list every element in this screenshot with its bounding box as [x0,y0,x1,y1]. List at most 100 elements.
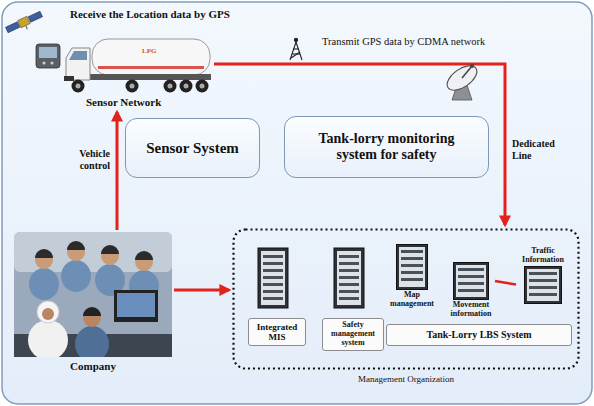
mis-server-part [263,297,283,300]
safety-server-part [334,248,364,308]
gps-device-photo-part [50,61,53,64]
mis-server-part [263,269,283,272]
node-caption: Sensor Network [62,96,212,109]
tank-lorry-outline-part [98,66,204,69]
satellite-dish-part [470,64,474,68]
tank-lorry: LPG Sensor Network [62,36,212,109]
company-photo-outline-part [37,301,59,323]
company-photo-outline-part [83,307,101,316]
node-label: Movement information [447,301,495,319]
satellite-icon [5,10,45,37]
tank-lorry-outline-part [184,84,189,89]
safety-server-part [339,269,359,272]
node-label: Integrated MIS [252,322,302,342]
company-photo-outline-part [14,232,172,272]
satellite-icon-part [28,11,42,22]
server-node: Traffic Information [516,246,570,304]
free-label: Receive the Location data by GPS [70,8,310,21]
tank-lorry-outline-part [90,74,211,80]
server-node-outline-part [401,264,423,267]
edge-label: Transmit GPS data by CDMA network [322,36,522,48]
tank-lorry-outline-part [200,84,205,89]
tank-lorry-outline-part [180,80,193,93]
node-label: Sensor System [146,140,239,157]
mis-server-part [258,248,288,308]
mis-server [258,248,288,308]
safety-server-part [339,283,359,286]
gps-device-photo [36,44,60,68]
company-photo-outline-part [42,308,54,320]
label-anchor: Dedicated Line [512,138,570,161]
server-node-outline-part [401,278,423,281]
server-node-outline-part [401,271,423,274]
edge-label: Vehicle control [58,148,110,171]
management-group-outline-part [234,230,579,369]
node-label: Traffic Information [516,247,570,265]
tank-lorry-outline-part [126,80,139,93]
safety-server-part [339,255,359,258]
tank-lorry-outline-part [72,80,85,93]
satellite-icon-part [6,22,20,33]
satellite-dish-part [443,61,481,95]
server-node-outline [524,266,562,304]
tank-lorry-outline-part [66,48,90,80]
tank-lorry-outline-part [69,51,87,60]
connector-arrow [495,281,516,285]
safety-server-part [339,297,359,300]
company-photo-outline-part [67,241,85,250]
tank-lorry-outline-part [168,84,173,89]
satellite-dish [443,61,481,100]
mis-server-part [263,290,283,293]
mis-server-part [263,283,283,286]
gps-device-photo-part [39,47,57,58]
tank-marking: LPG [142,46,212,56]
system-box: Sensor System [125,118,260,178]
server-node-outline-part [458,289,484,292]
tank-lorry-outline-part [64,76,74,81]
mis-server-part [263,276,283,279]
safety-server-part [337,251,361,305]
tank-lorry-outline-part [196,80,209,93]
safety-server [334,248,364,308]
label-box: Safety management system [322,318,384,351]
node-caption: Management Organization [232,374,580,384]
company-photo: Company [14,232,172,372]
server-node-outline-part [458,268,484,271]
edge-label-anchor: Vehicle control [58,148,110,171]
company-photo-outline-part [114,290,158,322]
tank-lorry-outline-part [130,84,135,89]
server-node-outline-part [529,272,557,275]
safety-server-part [339,290,359,293]
tank-lorry-outline-part [164,80,177,93]
mis-server-part [261,251,285,305]
server-node-outline [396,244,428,290]
server-node-outline-part [458,282,484,285]
company-photo-outline-part [117,293,155,317]
free-label: Dedicated Line [512,138,570,161]
label-box: Integrated MIS [248,318,306,346]
satellite-icon-part [18,16,30,27]
edge-label-anchor: Transmit GPS data by CDMA network [322,36,522,48]
company-photo-outline-part [75,326,109,357]
server-node-outline-part [397,245,428,290]
node-caption: Company [14,360,172,372]
radio-tower-part [294,38,297,41]
gps-device-photo-part [42,61,45,64]
company-photo-outline [14,232,172,357]
tank-lorry-outline-part [92,39,210,75]
node-label: Tank-lorry monitoring system for safety [305,131,468,162]
label-anchor: Receive the Location data by GPS [70,8,310,21]
mis-server-part [263,262,283,265]
server-node: Map management [386,244,438,310]
company-photo-outline-part [61,260,91,292]
server-node-outline-part [529,293,557,296]
management-group: Management Organization Integrated MIS Saf… [232,228,580,384]
company-photo-outline-part [35,249,53,258]
connector-arrow [174,289,229,292]
server-node-outline-part [527,269,559,301]
company-photo-outline-part [135,251,153,260]
server-node-outline-part [525,266,562,303]
satellite-dish-part [462,66,472,78]
system-box: Tank-lorry monitoring system for safety [284,116,489,178]
